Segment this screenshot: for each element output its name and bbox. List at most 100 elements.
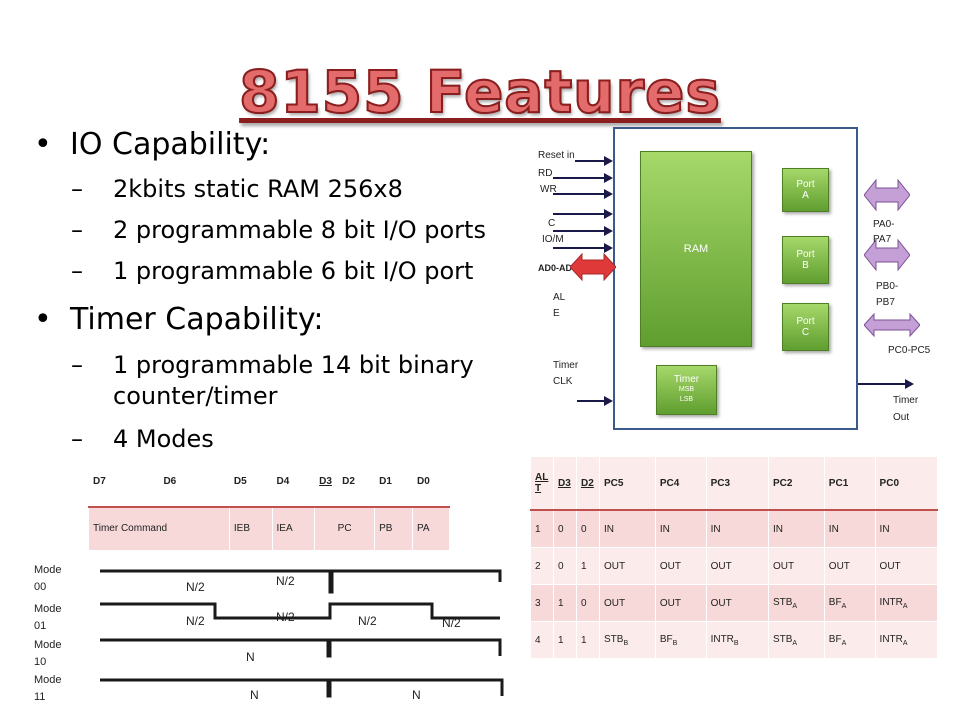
table-cell: 0 xyxy=(553,509,577,548)
input-arrow xyxy=(575,160,605,162)
cell-text: STB xyxy=(604,633,624,645)
port-c-label: Port xyxy=(796,316,815,327)
cell-text: OUT xyxy=(772,560,795,572)
sub-bullet-label: 4 Modes xyxy=(113,425,214,453)
mode-label: Mode 00 xyxy=(34,562,62,596)
table-header: D3 xyxy=(314,456,339,508)
bullet-dot: • xyxy=(34,127,52,162)
table-header: D0 xyxy=(411,456,451,508)
cell-text: 1 xyxy=(558,597,564,609)
cell-subscript: A xyxy=(841,602,847,610)
mode-text: Mode xyxy=(34,639,62,651)
input-arrow xyxy=(553,177,605,179)
cell-text: STB xyxy=(772,633,793,645)
bullet-timer: • Timer Capability: xyxy=(34,302,324,337)
pin-label: AD0-AD7 xyxy=(538,263,578,273)
table-cell: OUT xyxy=(654,547,707,585)
table-header: D1 xyxy=(374,456,413,508)
pin-label: PA0- xyxy=(873,219,895,230)
table-header: D7 xyxy=(87,456,160,508)
table-cell: 3 xyxy=(530,584,554,622)
table-cell: BFB xyxy=(654,621,707,659)
mode-number: 11 xyxy=(34,691,46,703)
pin-label: AL xyxy=(553,292,566,303)
table-cell: 1 xyxy=(553,584,577,622)
mode-label: Mode 01 xyxy=(34,601,62,635)
waveform-label: N/2 xyxy=(186,580,205,594)
port-a-block: Port A xyxy=(782,168,829,212)
cell-text: OUT xyxy=(710,560,732,572)
cell-text: IN xyxy=(879,523,890,535)
timer-waveforms xyxy=(100,569,504,698)
table-header: D5 xyxy=(228,456,273,508)
table-cell: BFA xyxy=(823,621,876,659)
cell-text: 0 xyxy=(581,597,587,609)
cell-text: OUT xyxy=(604,560,626,572)
table-cell: 1 xyxy=(576,621,600,659)
arrowhead xyxy=(905,379,914,389)
input-arrow xyxy=(553,230,605,232)
cell-text: 0 xyxy=(581,523,587,535)
mode-text: Mode xyxy=(34,674,62,686)
cell-text: 1 xyxy=(535,523,541,535)
table-cell: 0 xyxy=(553,547,577,585)
port-a-letter: A xyxy=(802,190,809,201)
table-header: D4 xyxy=(271,456,316,508)
timer-label: Timer xyxy=(673,374,700,385)
pin-label: Out xyxy=(893,412,910,423)
arrowhead xyxy=(604,243,613,253)
pin-label: IO/M xyxy=(542,234,564,245)
arrowhead xyxy=(604,226,613,236)
mode-label: Mode 10 xyxy=(34,637,62,671)
input-arrow xyxy=(553,193,605,195)
bidirectional-arrow-icon xyxy=(570,252,616,282)
cell-text: 0 xyxy=(558,523,564,535)
table-cell: IEA xyxy=(271,506,316,551)
port-b-letter: B xyxy=(802,260,809,271)
input-arrow xyxy=(553,213,605,215)
cell-subscript: A xyxy=(841,639,847,647)
waveform-label: N xyxy=(412,688,421,702)
command-table: D7 D6 D5 D4 D3 D2 D1 D0 Timer Command IE… xyxy=(87,456,451,551)
chip-outline xyxy=(613,127,858,430)
mode-label: Mode 11 xyxy=(34,672,62,706)
table-cell: INTRA xyxy=(874,621,939,659)
page-title: 8155 Features xyxy=(238,57,721,127)
waveform-label: N xyxy=(250,688,259,702)
arrowhead xyxy=(604,396,613,406)
output-arrow xyxy=(858,383,906,385)
mode-10-waveform xyxy=(100,638,502,658)
cell-text: 3 xyxy=(535,597,541,609)
waveform-label: N/2 xyxy=(442,616,461,630)
ram-label: RAM xyxy=(683,243,709,255)
pin-label: PA7 xyxy=(873,234,892,245)
sub-bullet-label: 2kbits static RAM 256x8 xyxy=(113,175,403,203)
table-header: PC4 xyxy=(654,456,707,511)
table-cell: IN xyxy=(599,509,656,548)
cell-text: OUT xyxy=(659,560,681,572)
mode-text: Mode xyxy=(34,603,62,615)
pin-label: PB7 xyxy=(876,297,895,308)
cell-text: IN xyxy=(710,523,721,535)
pin-label: Timer xyxy=(893,395,919,406)
cell-text: INTR xyxy=(879,633,903,645)
mode-01-waveform xyxy=(100,602,500,620)
cell-text: BF xyxy=(659,633,673,645)
pin-label: PB0- xyxy=(876,281,899,292)
cell-text: 0 xyxy=(558,560,564,572)
cell-text: 2 xyxy=(535,560,541,572)
table-cell: BFA xyxy=(823,584,876,622)
bullet-io: • IO Capability: xyxy=(34,127,271,162)
waveform-label: N/2 xyxy=(276,610,295,624)
waveform-label: N/2 xyxy=(186,614,205,628)
bullet-io-label: IO Capability: xyxy=(70,127,271,162)
table-cell: 1 xyxy=(576,547,600,585)
cell-text: STB xyxy=(772,596,793,608)
table-header: D2 xyxy=(576,456,600,511)
table-cell: 4 xyxy=(530,621,554,659)
waveform-label: N xyxy=(246,650,255,664)
table-cell: OUT xyxy=(767,547,825,585)
pin-label: C xyxy=(548,218,556,229)
